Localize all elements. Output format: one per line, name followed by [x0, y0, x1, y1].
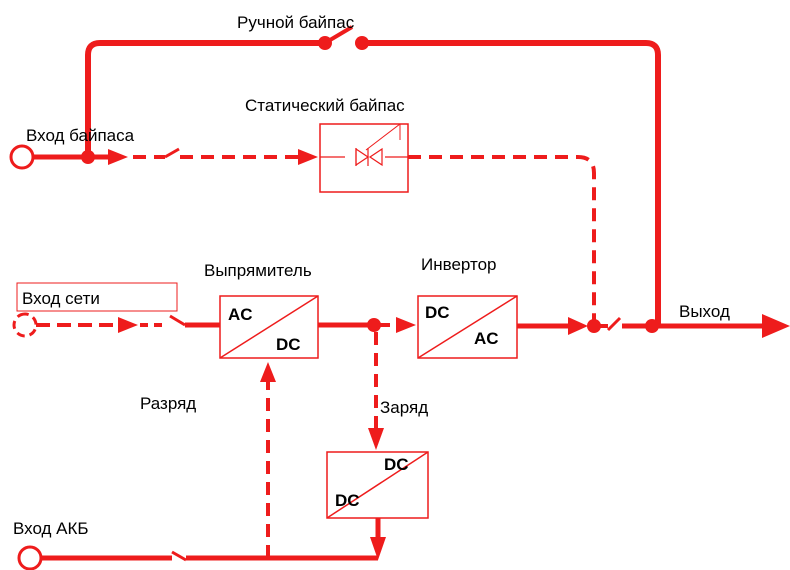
output-line [517, 314, 790, 338]
static-bypass-output-line [408, 155, 596, 322]
inverter-ac-label: AC [474, 329, 499, 348]
charge-line [368, 332, 384, 450]
manual-bypass-line [85, 25, 661, 326]
mains-input-label: Вход сети [22, 289, 100, 308]
battery-input-line [17, 518, 386, 570]
bypass-input-terminal [9, 144, 35, 170]
charger-dc-out-label: DC [384, 455, 409, 474]
bypass-merge-junction [587, 319, 601, 333]
bypass-input-line [9, 144, 318, 170]
battery-input-label: Вход АКБ [13, 519, 89, 538]
static-bypass-block [319, 123, 409, 193]
discharge-line [260, 362, 276, 558]
rectifier-dc-label: DC [276, 335, 301, 354]
static-bypass-switch [164, 147, 180, 159]
charger-dc-in-label: DC [335, 491, 360, 510]
battery-switch [171, 550, 187, 562]
bypass-input-label: Вход байпаса [26, 126, 135, 145]
discharge-label: Разряд [140, 394, 196, 413]
dc-bus-line [318, 317, 416, 333]
battery-input-terminal [17, 545, 43, 570]
manual-bypass-label: Ручной байпас [237, 13, 355, 32]
dc-bus-junction [367, 318, 381, 332]
mains-input-line [12, 312, 220, 338]
manual-bypass-switch [323, 25, 354, 45]
static-bypass-label: Статический байпас [245, 96, 405, 115]
rectifier-label: Выпрямитель [204, 261, 312, 280]
inverter-block: DC AC [417, 295, 518, 359]
mains-input-label-box [16, 282, 178, 312]
output-switch [606, 316, 622, 332]
inverter-dc-label: DC [425, 303, 450, 322]
inverter-label: Инвертор [421, 255, 497, 274]
thyristor-icon [355, 123, 401, 167]
charger-block: DC DC [326, 451, 429, 519]
mains-input-terminal [12, 312, 38, 338]
rectifier-ac-label: AC [228, 305, 253, 324]
output-label: Выход [679, 302, 730, 321]
rectifier-block: AC DC [219, 295, 319, 359]
charge-label: Заряд [380, 398, 428, 417]
bypass-junction [81, 150, 95, 164]
output-junction [645, 319, 659, 333]
